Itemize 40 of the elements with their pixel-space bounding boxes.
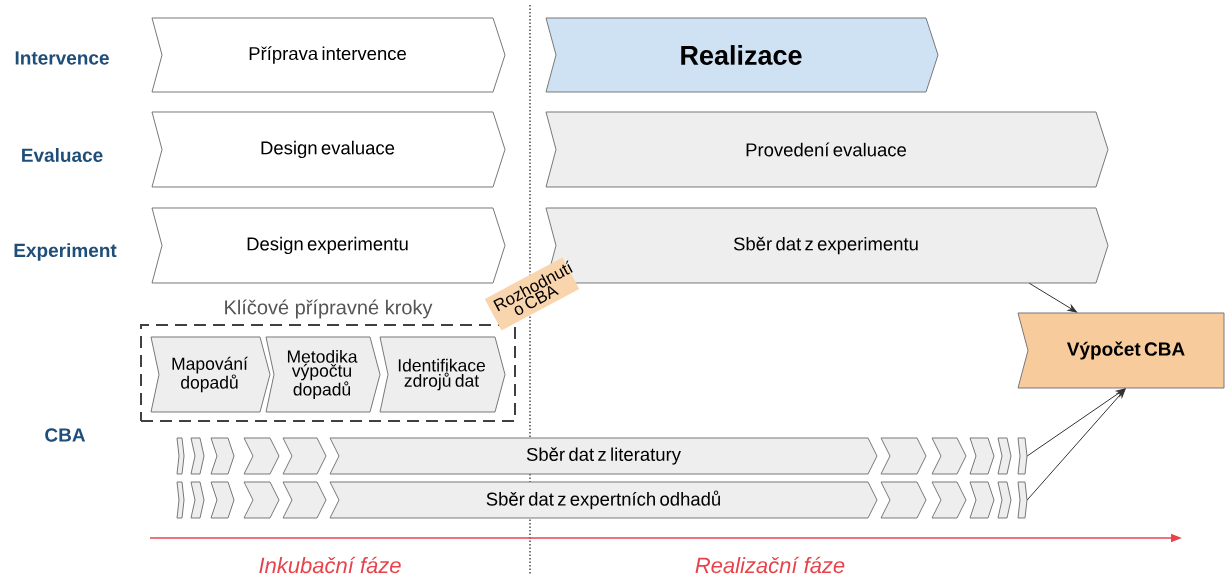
band-segment: [210, 481, 235, 519]
band-segment: [176, 437, 185, 475]
step-box: Výpočet CBA: [1017, 312, 1225, 389]
step-box: Příprava intervence: [151, 17, 506, 93]
band-segment: [969, 437, 995, 475]
phase-label: Inkubační fáze: [259, 556, 401, 574]
step-box: Provedení evaluace: [545, 111, 1109, 188]
row-heading: Intervence: [15, 51, 109, 65]
step-box: Realizace: [545, 17, 939, 93]
band-segment: [190, 437, 205, 475]
band-segment: [282, 437, 327, 475]
band-segment: [1017, 481, 1028, 519]
band-segment: [190, 481, 205, 519]
step-box: Sběr dat z expertních odhadů: [329, 481, 878, 519]
band-segment: [1017, 437, 1028, 475]
band-segment: [931, 481, 967, 519]
phase-label: Realizační fáze: [695, 556, 845, 574]
band-segment: [969, 481, 995, 519]
arrow: [1028, 282, 1078, 313]
band-segment: [880, 481, 927, 519]
band-segment: [243, 437, 280, 475]
step-box: Mapování dopadů: [150, 336, 271, 413]
band-segment: [997, 481, 1012, 519]
band-segment: [931, 437, 967, 475]
band-segment: [880, 437, 927, 475]
band-segment: [243, 481, 280, 519]
row-heading: Experiment: [14, 243, 117, 261]
step-box: Sběr dat z literatury: [329, 437, 878, 475]
step-box: Design experimentu: [151, 207, 506, 284]
group-heading: Klíčové přípravné kroky: [225, 299, 433, 319]
row-heading: Evaluace: [22, 148, 103, 162]
step-box: Identifikace zdrojů dat: [379, 336, 506, 413]
band-segment: [997, 437, 1012, 475]
band-segment: [210, 437, 235, 475]
band-segment: [282, 481, 327, 519]
step-box: Metodika výpočtu dopadů: [265, 336, 381, 413]
dashed-group-box: [140, 324, 516, 422]
row-heading: CBA: [45, 428, 86, 442]
step-box: Design evaluace: [151, 111, 506, 188]
band-segment: [176, 481, 185, 519]
